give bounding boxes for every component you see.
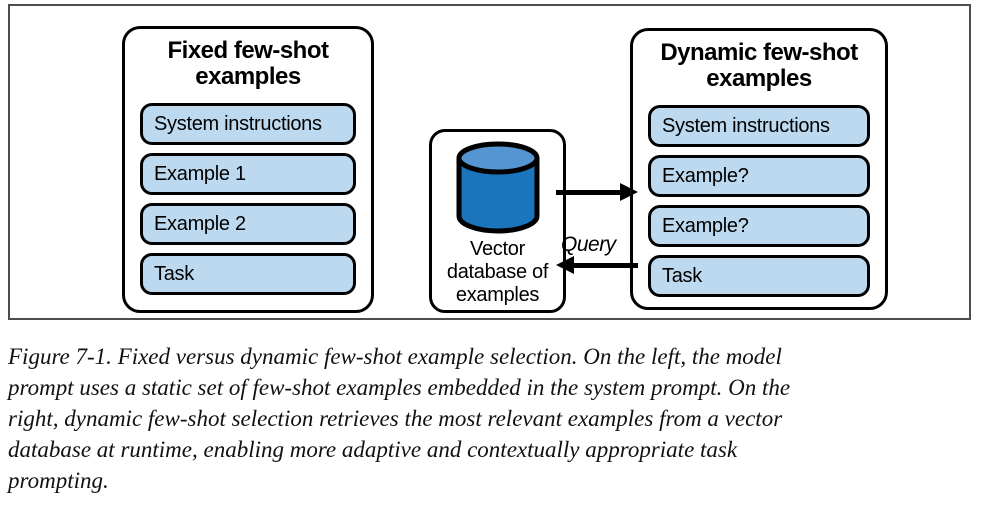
query-arrow-head-icon	[556, 256, 574, 274]
query-arrow-label: Query	[561, 233, 616, 256]
prompt-item-example-2: Example 2	[140, 203, 356, 245]
vector-database-label-line: Vector	[470, 238, 525, 260]
dynamic-panel-title: Dynamic few-shot examples	[660, 39, 858, 92]
vector-database-label-line: database of	[446, 261, 549, 283]
figure-caption: Figure 7-1. Fixed versus dynamic few-sho…	[8, 341, 986, 496]
prompt-item-label: Task	[662, 264, 702, 287]
prompt-item-example-1: Example 1	[140, 153, 356, 195]
prompt-item-label: Example?	[662, 164, 749, 187]
prompt-item-system-instructions: System instructions	[140, 103, 356, 145]
retrieval-arrow-line	[556, 190, 620, 195]
prompt-item-label: Task	[154, 262, 194, 285]
prompt-item-task: Task	[648, 255, 870, 297]
dynamic-item-stack: System instructions Example? Example? Ta…	[633, 105, 885, 297]
prompt-item-label: Example?	[662, 214, 749, 237]
caption-line: prompt uses a static set of few-shot exa…	[8, 375, 791, 400]
database-cylinder-icon	[456, 141, 539, 234]
prompt-item-label: System instructions	[662, 114, 830, 137]
prompt-item-label: Example 2	[154, 212, 246, 235]
vector-database-label: Vector database of examples	[446, 238, 549, 307]
vector-database-box: Vector database of examples	[429, 129, 566, 313]
fixed-item-stack: System instructions Example 1 Example 2 …	[125, 103, 371, 295]
caption-line: Figure 7-1. Fixed versus dynamic few-sho…	[8, 344, 782, 369]
caption-line: prompting.	[8, 468, 109, 493]
vector-database-label-line: examples	[455, 284, 540, 306]
prompt-item-label: System instructions	[154, 112, 322, 135]
prompt-item-example-slot-1: Example?	[648, 155, 870, 197]
prompt-item-system-instructions: System instructions	[648, 105, 870, 147]
caption-line: right, dynamic few-shot selection retrie…	[8, 406, 783, 431]
dynamic-examples-panel: Dynamic few-shot examples System instruc…	[630, 28, 888, 310]
prompt-item-label: Example 1	[154, 162, 246, 185]
fixed-examples-panel: Fixed few-shot examples System instructi…	[122, 26, 374, 313]
prompt-item-example-slot-2: Example?	[648, 205, 870, 247]
query-arrow-line	[574, 263, 638, 268]
figure-frame: Fixed few-shot examples System instructi…	[8, 4, 971, 320]
prompt-item-task: Task	[140, 253, 356, 295]
caption-line: database at runtime, enabling more adapt…	[8, 437, 738, 462]
fixed-panel-title: Fixed few-shot examples	[167, 37, 329, 90]
retrieval-arrow-head-icon	[620, 183, 638, 201]
